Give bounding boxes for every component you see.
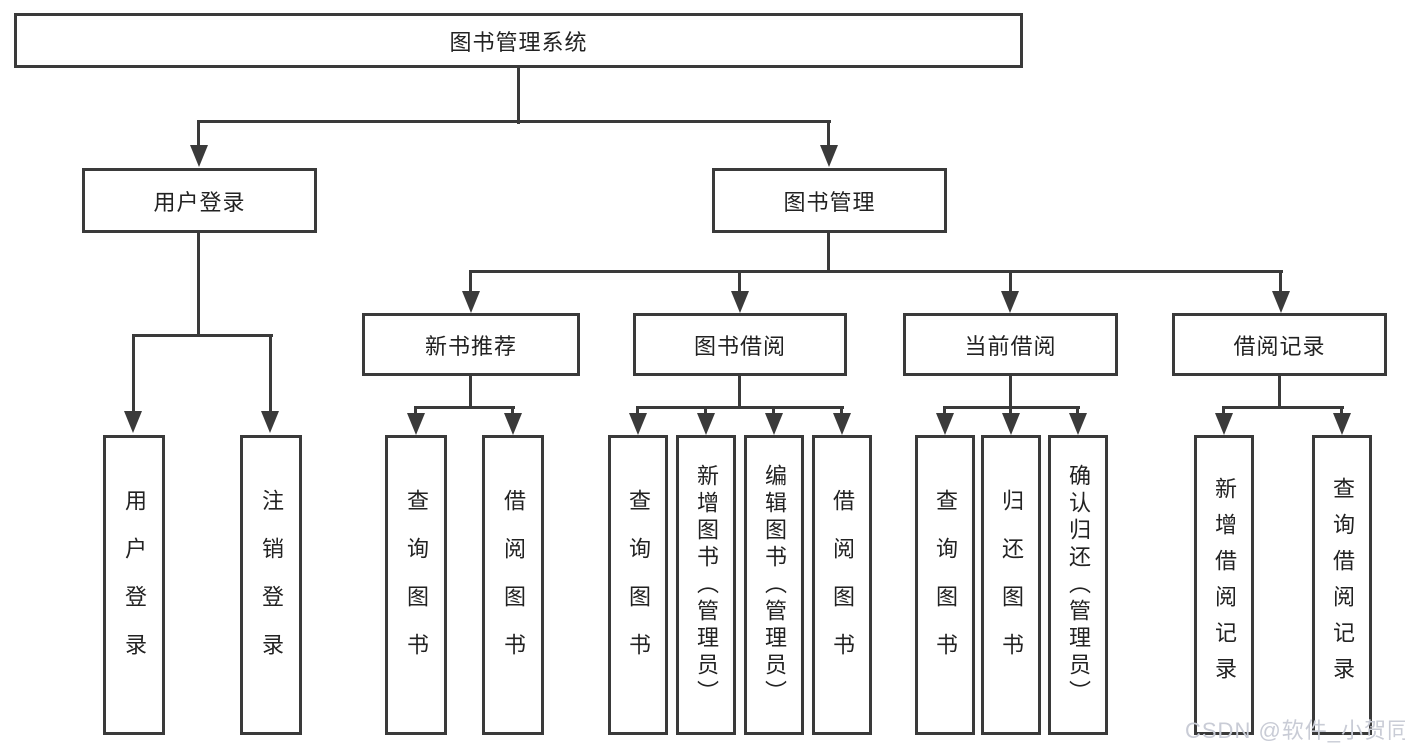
connector-line [1222, 406, 1225, 418]
leaf-node-label: 查询借阅记录 [1330, 477, 1355, 693]
connector-line [1009, 376, 1012, 409]
leaf-node-label: 查询图书 [933, 489, 958, 681]
arrowhead-down-icon [124, 411, 142, 433]
connector-line [827, 120, 830, 150]
node-current-borrow: 当前借阅 [903, 313, 1118, 376]
node-book-borrow: 图书借阅 [633, 313, 847, 376]
connector-line [738, 376, 741, 409]
leaf-node-label: 新增图书（管理员） [694, 463, 719, 707]
arrowhead-down-icon [936, 413, 954, 435]
connector-line [517, 68, 520, 124]
node-borrow-records: 借阅记录 [1172, 313, 1387, 376]
leaf-node: 新增图书（管理员） [676, 435, 736, 735]
arrowhead-down-icon [731, 291, 749, 313]
node-new-book-rec-label: 新书推荐 [424, 333, 517, 359]
connector-line [1009, 406, 1012, 418]
leaf-node: 查询图书 [915, 435, 975, 735]
connector-line [1340, 406, 1343, 418]
node-current-borrow-label: 当前借阅 [964, 333, 1057, 359]
arrowhead-down-icon [1215, 413, 1233, 435]
arrowhead-down-icon [820, 145, 838, 167]
leaf-node-label: 新增借阅记录 [1212, 477, 1237, 693]
connector-line [511, 406, 514, 418]
node-user-login: 用户登录 [82, 168, 317, 233]
leaf-node: 注销登录 [240, 435, 302, 735]
leaf-node-label: 查询图书 [404, 489, 429, 681]
connector-line [636, 406, 844, 409]
leaf-node: 用户登录 [103, 435, 165, 735]
connector-line [469, 270, 472, 294]
connector-line [738, 270, 741, 294]
connector-line [704, 406, 707, 418]
arrowhead-down-icon [504, 413, 522, 435]
connector-line [469, 270, 1283, 273]
connector-line [269, 334, 272, 414]
leaf-node: 新增借阅记录 [1194, 435, 1254, 735]
connector-line [132, 334, 273, 337]
arrowhead-down-icon [190, 145, 208, 167]
connector-line [1222, 406, 1344, 409]
connector-line [414, 406, 417, 418]
leaf-node-label: 借阅图书 [830, 489, 855, 681]
arrowhead-down-icon [765, 413, 783, 435]
node-new-book-rec: 新书推荐 [362, 313, 580, 376]
connector-line [197, 233, 200, 337]
leaf-node: 查询图书 [385, 435, 447, 735]
leaf-node-label: 编辑图书（管理员） [762, 463, 787, 707]
node-root: 图书管理系统 [14, 13, 1023, 68]
arrowhead-down-icon [833, 413, 851, 435]
connector-line [636, 406, 639, 418]
arrowhead-down-icon [1001, 291, 1019, 313]
leaf-node-label: 确认归还（管理员） [1066, 463, 1091, 707]
node-book-mgmt-label: 图书管理 [783, 189, 876, 215]
connector-line [198, 120, 831, 123]
connector-line [132, 334, 135, 414]
leaf-node-label: 查询图书 [626, 489, 651, 681]
connector-line [1076, 406, 1079, 418]
connector-line [840, 406, 843, 418]
arrowhead-down-icon [462, 291, 480, 313]
connector-line [414, 406, 515, 409]
leaf-node: 编辑图书（管理员） [744, 435, 804, 735]
connector-line [1278, 376, 1281, 409]
leaf-node: 归还图书 [981, 435, 1041, 735]
arrowhead-down-icon [261, 411, 279, 433]
node-root-label: 图书管理系统 [449, 29, 588, 55]
arrowhead-down-icon [407, 413, 425, 435]
leaf-node-label: 注销登录 [259, 489, 284, 681]
leaf-node-label: 用户登录 [122, 489, 147, 681]
node-borrow-records-label: 借阅记录 [1233, 333, 1326, 359]
arrowhead-down-icon [1272, 291, 1290, 313]
arrowhead-down-icon [629, 413, 647, 435]
leaf-node: 查询借阅记录 [1312, 435, 1372, 735]
connector-line [772, 406, 775, 418]
arrowhead-down-icon [697, 413, 715, 435]
connector-line [197, 120, 200, 150]
connector-line [943, 406, 946, 418]
node-user-login-label: 用户登录 [153, 189, 246, 215]
leaf-node: 确认归还（管理员） [1048, 435, 1108, 735]
leaf-node: 查询图书 [608, 435, 668, 735]
node-book-mgmt: 图书管理 [712, 168, 947, 233]
arrowhead-down-icon [1069, 413, 1087, 435]
connector-line [469, 376, 472, 409]
connector-line [1279, 270, 1282, 294]
arrowhead-down-icon [1002, 413, 1020, 435]
arrowhead-down-icon [1333, 413, 1351, 435]
connector-line [1009, 270, 1012, 294]
leaf-node-label: 归还图书 [999, 489, 1024, 681]
leaf-node-label: 借阅图书 [501, 489, 526, 681]
leaf-node: 借阅图书 [482, 435, 544, 735]
node-book-borrow-label: 图书借阅 [693, 333, 786, 359]
leaf-node: 借阅图书 [812, 435, 872, 735]
connector-line [827, 233, 830, 273]
csdn-watermark: CSDN @软件_小贺同学 [1185, 718, 1405, 743]
